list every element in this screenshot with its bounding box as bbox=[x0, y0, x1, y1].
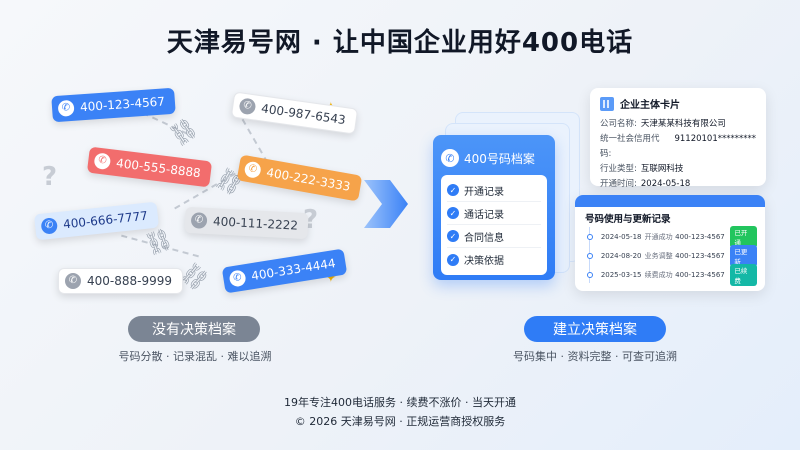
status-badge: 已更新 bbox=[730, 244, 757, 267]
status-badge: 已开通 bbox=[730, 225, 757, 248]
phone-tag: ✆ 400-987-6543 bbox=[230, 91, 359, 135]
building-icon bbox=[600, 96, 614, 111]
card-row: 行业类型:互联网科技 bbox=[600, 164, 684, 174]
question-mark-icon: ? bbox=[42, 162, 58, 192]
phone-icon: ✆ bbox=[228, 269, 247, 288]
record-row: 2024-08-20 业务调整 400-123-4567 已更新 bbox=[575, 244, 765, 267]
page-title: 天津易号网 · 让中国企业用好400电话 bbox=[166, 28, 634, 58]
footer-tagline: 19年专注400电话服务 · 续费不涨价 · 当天开通 bbox=[284, 396, 516, 409]
phone-icon: ✆ bbox=[441, 149, 459, 167]
record-row: 2024-05-18 开通成功 400-123-4567 已开通 bbox=[575, 225, 765, 248]
phone-tag: ✆ 400-222-3333 bbox=[236, 154, 363, 202]
phone-tag: ✆ 400-555-8888 bbox=[86, 146, 213, 188]
card-row: 开通时间:2024-05-18 bbox=[600, 179, 691, 189]
card-row: 公司名称:天津某某科技有限公司 bbox=[600, 119, 726, 129]
list-item: ✓开通记录 bbox=[447, 179, 541, 202]
phone-icon: ✆ bbox=[93, 152, 112, 171]
phone-icon: ✆ bbox=[57, 99, 75, 117]
phone-icon: ✆ bbox=[65, 273, 81, 289]
company-card: 企业主体卡片 公司名称:天津某某科技有限公司 统一社会信用代码:91120101… bbox=[590, 88, 766, 189]
timeline-dot bbox=[587, 252, 593, 259]
scattered-numbers-area: ⛓ ⛓ ⛓ ⛓ ? ? ✦ ✦ ✆ 400-123-4567 ✆ 400-987… bbox=[20, 70, 363, 315]
status-badge: 已续费 bbox=[730, 263, 757, 286]
right-subtitle: 号码集中 · 资料完整 · 可查可追溯 bbox=[513, 350, 677, 363]
archive-folder: ✆ 400号码档案 ✓开通记录 ✓通话记录 ✓合同信息 ✓决策依据 bbox=[433, 135, 555, 280]
card-row: 统一社会信用代码:91120101********* bbox=[600, 134, 756, 159]
list-item: ✓决策依据 bbox=[447, 248, 541, 271]
record-row: 2025-03-15 续费成功 400-123-4567 已续费 bbox=[575, 263, 765, 286]
folder-title: 400号码档案 bbox=[464, 151, 535, 166]
record-header-bar bbox=[575, 195, 765, 207]
phone-tag: ✆ 400-888-9999 bbox=[58, 268, 184, 294]
check-icon: ✓ bbox=[447, 230, 459, 242]
phone-icon: ✆ bbox=[238, 97, 257, 116]
chain-link-icon: ⛓ bbox=[165, 114, 203, 151]
no-archive-pill: 没有决策档案 bbox=[128, 316, 260, 342]
chain-link-icon: ⛓ bbox=[141, 225, 177, 260]
record-title: 号码使用与更新记录 bbox=[585, 214, 671, 225]
phone-tag: ✆ 400-111-2222 bbox=[184, 206, 309, 240]
phone-icon: ✆ bbox=[40, 217, 59, 235]
sparkle-icon: ✦ bbox=[325, 270, 337, 286]
arrow-right-icon bbox=[364, 180, 408, 228]
timeline-dot bbox=[587, 233, 593, 240]
usage-record-card: 号码使用与更新记录 2024-05-18 开通成功 400-123-4567 已… bbox=[575, 195, 765, 291]
phone-icon: ✆ bbox=[243, 160, 262, 180]
phone-tag: ✆ 400-666-7777 bbox=[33, 201, 160, 241]
check-icon: ✓ bbox=[447, 253, 459, 266]
timeline-dot bbox=[587, 271, 593, 278]
phone-tag: ✆ 400-333-4444 bbox=[221, 248, 348, 294]
list-item: ✓合同信息 bbox=[447, 225, 541, 248]
left-subtitle: 号码分散 · 记录混乱 · 难以追溯 bbox=[118, 350, 272, 363]
footer-copyright: © 2026 天津易号网 · 正规运营商授权服务 bbox=[294, 415, 506, 428]
phone-tag: ✆ 400-123-4567 bbox=[51, 87, 176, 123]
check-icon: ✓ bbox=[447, 184, 459, 196]
build-archive-pill: 建立决策档案 bbox=[524, 316, 666, 342]
phone-icon: ✆ bbox=[190, 212, 208, 229]
folder-header: ✆ 400号码档案 bbox=[441, 143, 547, 173]
check-icon: ✓ bbox=[447, 207, 459, 219]
list-item: ✓通话记录 bbox=[447, 202, 541, 225]
card-header: 企业主体卡片 bbox=[600, 96, 756, 111]
folder-list: ✓开通记录 ✓通话记录 ✓合同信息 ✓决策依据 bbox=[441, 175, 547, 275]
